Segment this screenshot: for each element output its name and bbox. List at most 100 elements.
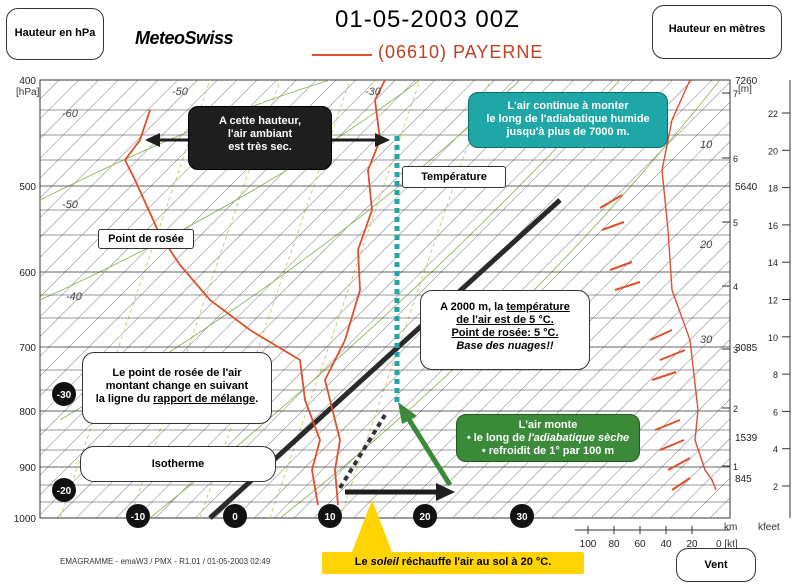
base-line2: de l'air est de 5 °C. xyxy=(456,314,554,326)
base-line1-underlined: température xyxy=(506,301,570,313)
mixing-line2: montant change en suivant xyxy=(105,380,249,392)
base-line4: Base des nuages!! xyxy=(456,340,554,352)
dry-air-line3: est très sec. xyxy=(228,141,292,153)
temp-circle-30 xyxy=(510,504,534,528)
sun-italic: soleil xyxy=(370,556,399,568)
mixing-line1: Le point de rosée de l'air xyxy=(112,367,242,379)
skew-label-0: -60 xyxy=(62,108,79,120)
dry-ascent-arrowhead xyxy=(398,402,417,424)
km-label: km xyxy=(724,522,737,533)
base-line3: Point de rosée: 5 °C. xyxy=(451,327,559,339)
mixing-ratio-callout: Le point de rosée de l'air montant chang… xyxy=(82,352,272,424)
temp-circle-20 xyxy=(413,504,437,528)
dry-air-line1: A cette hauteur, xyxy=(218,115,302,127)
kfeet-tick-16: 16 xyxy=(768,221,778,231)
kt-label: 0 [kt] xyxy=(716,539,738,550)
wind-barbs xyxy=(599,194,691,491)
temp-circle-label-30: 30 xyxy=(516,512,528,523)
station-name: (06610) PAYERNE xyxy=(378,42,544,62)
kfeet-tick-18: 18 xyxy=(768,184,778,194)
wind-callout: Vent xyxy=(676,548,756,582)
hpa-unit: [hPa] xyxy=(16,87,40,98)
dry-adiabatic-callout: L'air monte • le long de l'adiabatique s… xyxy=(456,414,640,462)
sun-pre: Le xyxy=(354,556,371,568)
altitude-tick-7260: 7260 xyxy=(735,76,758,87)
dry-air-callout: A cette hauteur, l'air ambiant est très … xyxy=(188,106,332,170)
dewpoint-profile-line xyxy=(123,109,321,506)
temp-circle-label--30: -30 xyxy=(57,390,72,401)
km-tick-2: 2 xyxy=(733,404,738,414)
right-axis-label: Hauteur en mètres xyxy=(668,23,766,35)
temperature-callout: Température xyxy=(402,166,506,188)
brand-logo: MeteoSwiss xyxy=(135,28,234,48)
km-tick-5: 5 xyxy=(733,218,738,228)
pressure-tick-900: 900 xyxy=(19,463,36,474)
sun-pointer xyxy=(352,500,392,552)
km-tick-4: 4 xyxy=(733,282,738,292)
skew-label-1: -50 xyxy=(172,86,189,98)
moist-line1: L'air continue à monter xyxy=(507,100,629,112)
dry-adiabatic-line3: • refroidit de 1° par 100 m xyxy=(481,445,615,457)
skew-label-5: 10 xyxy=(700,139,713,151)
pressure-tick-1000: 1000 xyxy=(14,514,37,525)
altitude-tick-5640: 5640 xyxy=(735,182,758,193)
base-line1-pre: A 2000 m, la xyxy=(440,301,507,313)
temp-circle-label--20: -20 xyxy=(57,486,72,497)
mixing-line3-post: . xyxy=(255,393,259,405)
moist-adiabatic-callout: L'air continue à monter le long de l'adi… xyxy=(468,92,668,148)
temp-circle--20 xyxy=(52,478,76,502)
skew-label-2: -30 xyxy=(365,86,382,98)
kfeet-tick-6: 6 xyxy=(773,407,778,417)
wind-speed-line xyxy=(661,79,717,491)
right-axis-callout: Hauteur en mètres xyxy=(652,5,782,59)
left-axis-label: Hauteur en hPa xyxy=(14,27,96,39)
altitude-tick-3085: 3085 xyxy=(735,343,758,354)
mixing-line3-pre: la ligne du xyxy=(95,393,154,405)
dry-ascent-arrow xyxy=(405,416,453,487)
footer-credit: EMAGRAMME - emaW3 / PMX - R1.01 / 01-05-… xyxy=(60,557,271,566)
temp-circle-10 xyxy=(318,504,342,528)
grid-layer xyxy=(40,80,730,518)
kfeet-tick-14: 14 xyxy=(768,258,778,268)
isotherm-label: Isotherme xyxy=(151,458,205,470)
left-axis-callout: Hauteur en hPa xyxy=(6,8,104,60)
pressure-tick-600: 600 xyxy=(19,268,36,279)
temp-circle--30 xyxy=(52,382,76,406)
skew-label-6: 20 xyxy=(699,239,713,251)
wind-tick-60: 60 xyxy=(634,539,646,550)
wind-tick-20: 20 xyxy=(686,539,698,550)
dry-adiabatic-line2-pre: • le long de xyxy=(466,432,529,444)
date-run: 01-05-2003 00Z xyxy=(335,6,520,33)
temp-circle--10 xyxy=(126,504,150,528)
kfeet-tick-12: 12 xyxy=(768,296,778,306)
dry-adiabatic-line1: L'air monte xyxy=(518,419,578,431)
kfeet-tick-2: 2 xyxy=(773,482,778,492)
wind-tick-80: 80 xyxy=(608,539,620,550)
pressure-tick-500: 500 xyxy=(19,182,36,193)
pressure-tick-400: 400 xyxy=(19,76,36,87)
km-tick-1: 1 xyxy=(733,462,738,472)
km-tick-6: 6 xyxy=(733,154,738,164)
kfeet-tick-8: 8 xyxy=(773,370,778,380)
temp-circle-label-10: 10 xyxy=(324,512,336,523)
mixing-line3-underlined: rapport de mélange xyxy=(153,393,256,405)
pressure-tick-700: 700 xyxy=(19,343,36,354)
station-legend-line xyxy=(312,54,372,56)
cloud-base-callout: A 2000 m, la température de l'air est de… xyxy=(420,290,590,370)
dry-air-line2: l'air ambiant xyxy=(227,128,293,140)
sun-post: réchauffe l'air au sol à 20 °C. xyxy=(398,556,552,568)
temp-circle-label-0: 0 xyxy=(232,512,238,523)
wind-tick-40: 40 xyxy=(660,539,672,550)
surface-heating-arrowhead xyxy=(436,483,455,501)
moist-line3: jusqu'à plus de 7000 m. xyxy=(506,126,630,138)
kfeet-tick-10: 10 xyxy=(768,333,778,343)
kfeet-tick-22: 22 xyxy=(768,109,778,119)
